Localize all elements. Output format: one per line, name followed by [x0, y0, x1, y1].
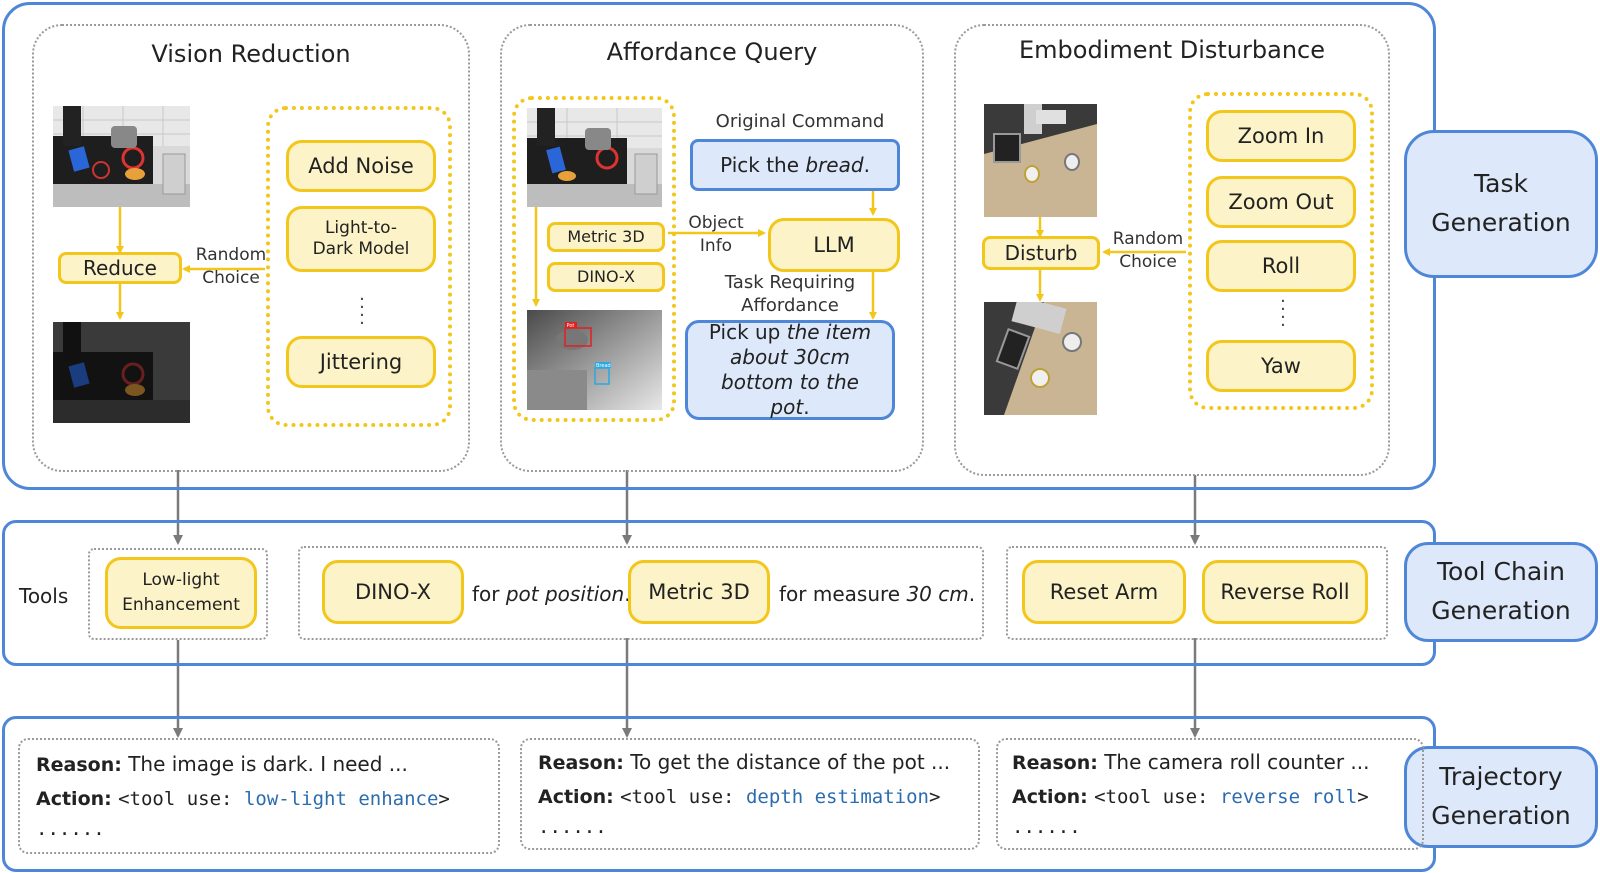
tool-chain-generation-label: Tool Chain Generation: [1404, 542, 1598, 642]
original-command-box: Pick the bread.: [690, 139, 900, 191]
trajectory-card-2: [520, 738, 980, 850]
for-measure-value: 30 cm: [906, 582, 969, 606]
embodiment-tool-group: [1006, 546, 1388, 640]
tool-use-suffix: >: [928, 786, 941, 808]
reduce-box: Reduce: [58, 252, 182, 284]
tool-use-suffix: >: [1357, 786, 1369, 808]
trajectory-3-reason: Reason: The camera roll counter ...: [1012, 750, 1370, 774]
tool-lowlight-enhancement-label: Low-light Enhancement: [122, 569, 240, 616]
option-light-to-dark-model-label: Light-to-Dark Model: [312, 217, 410, 259]
embodiment-random-choice-label: Random Choice: [1112, 229, 1184, 272]
trajectory-2-action: Action: <tool use: depth estimation>: [538, 784, 940, 808]
disturb-box: Disturb: [982, 236, 1100, 270]
action-label: Action:: [538, 786, 614, 808]
tool-name: low-light enhance: [243, 788, 439, 810]
depth-map-image: Pot Bread: [527, 310, 662, 410]
affordance-query-title: Affordance Query: [606, 38, 818, 66]
disturbed-robot-scene-image: [984, 302, 1097, 415]
embodiment-disturbance-panel: [954, 24, 1390, 476]
lowlight-tool-group: [88, 548, 268, 640]
affordance-inputs-group: [512, 96, 676, 422]
for-measure-text: for measure 30 cm.: [779, 582, 975, 606]
tool-use-prefix: <tool use:: [118, 788, 244, 810]
result-prefix: Pick up: [708, 320, 787, 344]
result-description: the item about 30cm bottom to the pot: [721, 320, 872, 419]
vision-more-options-dots: ····: [359, 289, 365, 334]
vision-random-choice-label: Random Choice: [195, 245, 267, 288]
robot-scene-image: [984, 104, 1097, 217]
affordance-kitchen-image: [527, 108, 662, 207]
object-info-label: Object Info: [688, 213, 744, 256]
option-light-to-dark-model: Light-to-Dark Model: [286, 206, 436, 272]
reason-label: Reason:: [36, 754, 122, 776]
llm-box: LLM: [768, 218, 900, 272]
trajectory-card-3: [996, 738, 1424, 850]
reason-label: Reason:: [538, 752, 624, 774]
reason-text: The image is dark. I need ...: [128, 752, 408, 776]
trajectory-generation-label: Trajectory Generation: [1404, 746, 1598, 848]
dark-kitchen-scene-image: [53, 322, 190, 423]
command-object: bread: [805, 152, 864, 177]
for-pot-suffix: .: [624, 582, 630, 606]
tool-use-prefix: <tool use:: [620, 786, 746, 808]
vision-reduction-title: Vision Reduction: [151, 40, 351, 68]
tool-use-suffix: >: [438, 788, 450, 810]
option-yaw: Yaw: [1206, 340, 1356, 392]
trajectory-2-reason: Reason: To get the distance of the pot .…: [538, 750, 950, 774]
trajectory-3-ellipsis: ......: [1012, 816, 1081, 838]
tool-metric-3d: Metric 3D: [547, 222, 665, 252]
tool-reverse-roll: Reverse Roll: [1202, 560, 1368, 624]
affordance-tool-group: [298, 546, 984, 640]
detection-label-bread: Bread: [596, 363, 611, 369]
reason-text: The camera roll counter ...: [1104, 750, 1370, 774]
reason-label: Reason:: [1012, 752, 1098, 774]
tool-name: reverse roll: [1219, 786, 1358, 808]
embodiment-more-options-dots: ····: [1280, 291, 1286, 336]
embodiment-disturbance-title: Embodiment Disturbance: [1018, 36, 1325, 64]
action-label: Action:: [36, 788, 112, 810]
affordance-task-box: Pick up the item about 30cm bottom to th…: [685, 320, 895, 420]
embodiment-options-group: [1188, 92, 1374, 410]
option-add-noise: Add Noise: [286, 140, 436, 192]
affordance-query-panel: [500, 24, 924, 472]
detection-label-pot: Pot: [567, 323, 575, 329]
command-suffix: .: [863, 152, 870, 177]
vision-options-group: [266, 106, 452, 427]
original-command-label: Original Command: [715, 111, 885, 132]
for-measure-suffix: .: [968, 582, 976, 606]
tools-label: Tools: [19, 584, 69, 608]
option-roll: Roll: [1206, 240, 1356, 292]
trajectory-3-action: Action: <tool use: reverse roll>: [1012, 784, 1369, 808]
option-zoom-in: Zoom In: [1206, 110, 1356, 162]
task-generation-label: Task Generation: [1404, 130, 1598, 278]
command-prefix: Pick the: [720, 152, 806, 177]
tool-reset-arm: Reset Arm: [1022, 560, 1186, 624]
trajectory-1-action: Action: <tool use: low-light enhance>: [36, 786, 450, 810]
tool-dino-x: DINO-X: [547, 262, 665, 292]
for-measure-prefix: for measure: [779, 582, 907, 606]
tool-name: depth estimation: [745, 786, 929, 808]
result-suffix: .: [803, 395, 810, 419]
tool-metric-3d-chain: Metric 3D: [628, 560, 770, 624]
reason-text: To get the distance of the pot ...: [630, 750, 951, 774]
kitchen-scene-image: [53, 106, 190, 207]
for-pot-position-text: for pot position.: [472, 582, 631, 606]
action-label: Action:: [1012, 786, 1088, 808]
for-pot-object: pot position: [505, 582, 625, 606]
trajectory-1-ellipsis: ......: [36, 818, 105, 840]
option-zoom-out: Zoom Out: [1206, 176, 1356, 228]
trajectory-2-ellipsis: ......: [538, 816, 607, 838]
trajectory-card-1: [18, 738, 500, 854]
task-requiring-affordance-label: Task Requiring Affordance: [724, 272, 856, 316]
option-jittering: Jittering: [286, 336, 436, 388]
trajectory-1-reason: Reason: The image is dark. I need ...: [36, 752, 408, 776]
tool-lowlight-enhancement: Low-light Enhancement: [105, 557, 257, 629]
tool-dino-x-chain: DINO-X: [322, 560, 464, 624]
for-pot-prefix: for: [472, 582, 506, 606]
tool-use-prefix: <tool use:: [1094, 786, 1220, 808]
vision-reduction-panel: [32, 24, 470, 472]
